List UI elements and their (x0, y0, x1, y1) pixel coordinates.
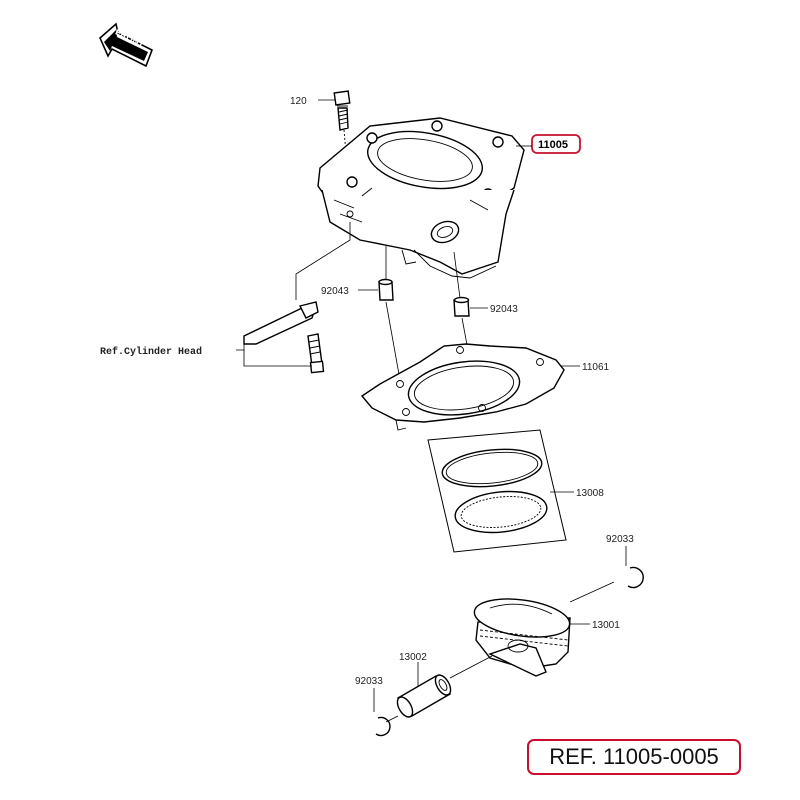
callout-13008: 13008 (576, 488, 604, 499)
front-arrow-icon: FRONT (99, 22, 154, 68)
callout-11061: 11061 (582, 362, 610, 373)
cylinder-block (317, 117, 525, 279)
dowel-pin-left (378, 278, 394, 301)
callout-120: 120 (290, 96, 307, 107)
highlight-frame-11005 (531, 134, 581, 154)
callout-92033-left: 92033 (355, 676, 383, 687)
callout-92033-right: 92033 (606, 534, 634, 545)
piston (473, 598, 571, 677)
circlip-left (375, 716, 391, 737)
base-gasket (360, 343, 565, 431)
circlip-right (627, 566, 644, 589)
callout-92043-right: 92043 (490, 304, 518, 315)
cylinder-bolt (333, 90, 351, 201)
callout-11005: 11005 (538, 139, 568, 151)
piston-pin (396, 674, 452, 718)
dowel-pin-right (453, 296, 470, 317)
head-guide-bracket (243, 301, 319, 345)
callout-92043-left: 92043 (321, 286, 349, 297)
callout-13001: 13001 (592, 620, 620, 631)
callout-13002: 13002 (399, 652, 427, 663)
head-stud-bolt (307, 333, 325, 374)
reference-number: REF. 11005-0005 (527, 739, 741, 775)
callout-ref-cylinder-head: Ref.Cylinder Head (100, 346, 202, 358)
piston-ring-set (427, 429, 567, 553)
